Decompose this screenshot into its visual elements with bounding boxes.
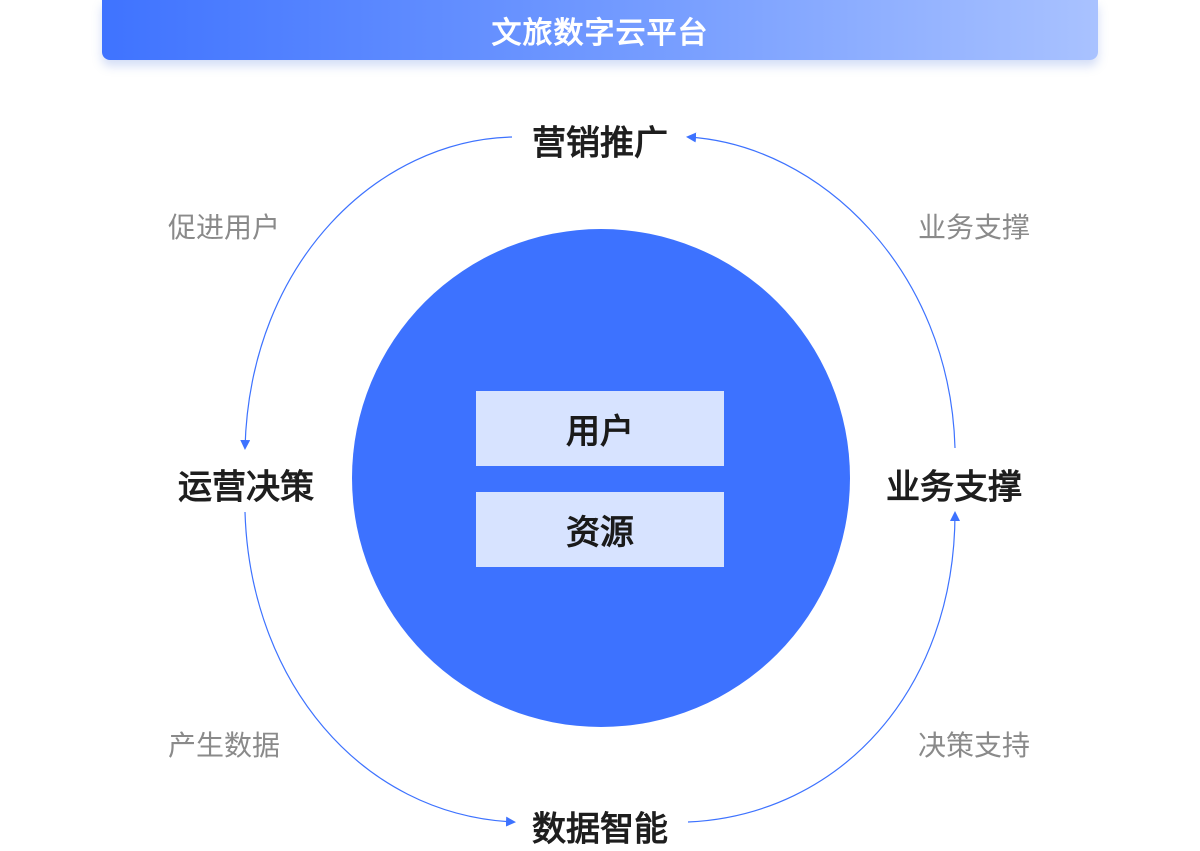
edge-label-top-left: 促进用户 bbox=[167, 211, 281, 244]
core-circle bbox=[352, 229, 850, 727]
center-box-user: 用户 bbox=[476, 391, 724, 466]
node-data-intelligence: 数据智能 bbox=[532, 809, 668, 850]
node-marketing: 营销推广 bbox=[532, 123, 668, 164]
arrow-left-to-bottom bbox=[244, 511, 516, 827]
center-label-user: 用户 bbox=[566, 412, 634, 452]
edge-label-bottom-left: 产生数据 bbox=[167, 729, 281, 762]
center-box-resource: 资源 bbox=[476, 492, 724, 567]
center-label-resource: 资源 bbox=[566, 513, 634, 553]
arrow-right-to-top bbox=[686, 132, 956, 449]
page-title: 文旅数字云平台 bbox=[491, 16, 709, 51]
arrow-top-to-left bbox=[240, 136, 513, 450]
title-banner: 文旅数字云平台 bbox=[102, 0, 1098, 60]
node-business-support: 业务支撑 bbox=[886, 467, 1022, 508]
edge-label-top-right: 业务支撑 bbox=[917, 211, 1031, 244]
edge-label-bottom-right: 决策支持 bbox=[917, 729, 1031, 762]
node-operations-decision: 运营决策 bbox=[178, 467, 314, 508]
arrow-bottom-to-right bbox=[687, 511, 960, 823]
